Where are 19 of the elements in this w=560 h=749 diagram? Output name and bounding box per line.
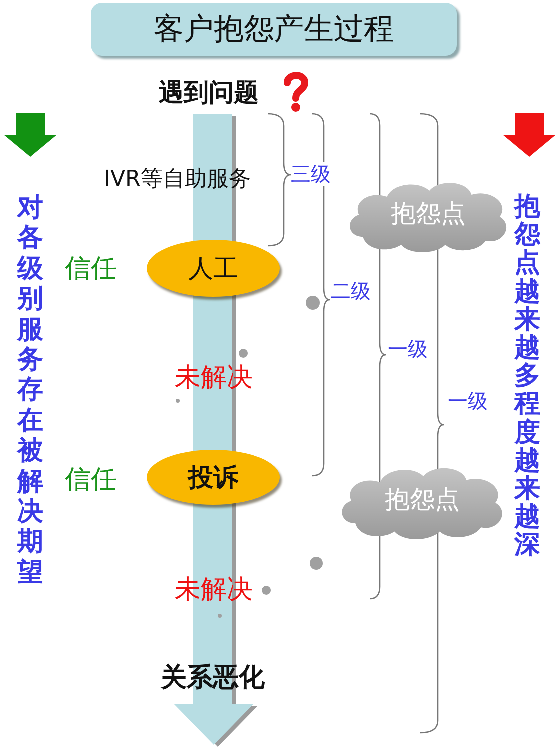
vertical-caption: 对各级别服务存在被解决期望	[16, 193, 44, 588]
level-label: 三级	[291, 162, 331, 186]
process-ellipse	[147, 240, 280, 297]
node-label: 投诉	[186, 462, 240, 492]
cloud-label: 抱怨点	[384, 485, 461, 515]
node-label: 人工	[188, 252, 240, 284]
step-label: 关系恶化	[161, 663, 265, 694]
step-label: IVR等自助服务	[104, 167, 251, 194]
side-note: 信任	[65, 465, 117, 496]
level-label: 一级	[388, 337, 428, 361]
status-label: 未解决	[175, 363, 253, 394]
title-text: 客户抱怨产生过程	[153, 12, 395, 48]
level-label: 一级	[448, 389, 488, 413]
side-note: 信任	[65, 254, 117, 286]
step-label: 遇到问题	[159, 78, 259, 108]
level-label: 二级	[331, 279, 371, 303]
cloud-label: 抱怨点	[390, 199, 467, 229]
vertical-caption: 抱怨点越来越多程度越来越深	[513, 193, 542, 560]
status-label: 未解决	[175, 575, 253, 606]
